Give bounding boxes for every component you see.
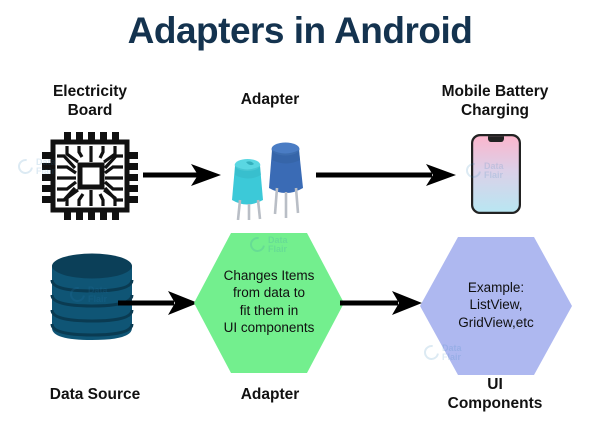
adapter-hexagon: Changes Items from data to fit them in U… [193,231,345,375]
watermark-logo-icon [15,156,36,177]
label-electricity-board: Electricity Board [52,83,128,120]
database-cylinder-icon [50,252,134,342]
label-adapter-bottom: Adapter [240,386,300,403]
arrow-electricity-to-adapter [143,162,221,188]
arrow-datasource-to-adapter [118,290,198,316]
microchip-icon [42,132,138,220]
arrow-adapter-to-mobile [316,162,456,188]
transistor-pair-icon [222,134,314,221]
page-title: Adapters in Android [127,10,473,51]
smartphone-icon [470,133,522,215]
arrow-adapter-to-ui [340,290,422,316]
label-mobile-battery-charging: Mobile Battery Charging [441,83,549,120]
label-data-source: Data Source [49,386,141,403]
label-adapter-top: Adapter [240,91,300,108]
label-ui-components: UI Components [447,376,543,413]
ui-components-hexagon: Example: ListView, GridView,etc [418,235,574,377]
